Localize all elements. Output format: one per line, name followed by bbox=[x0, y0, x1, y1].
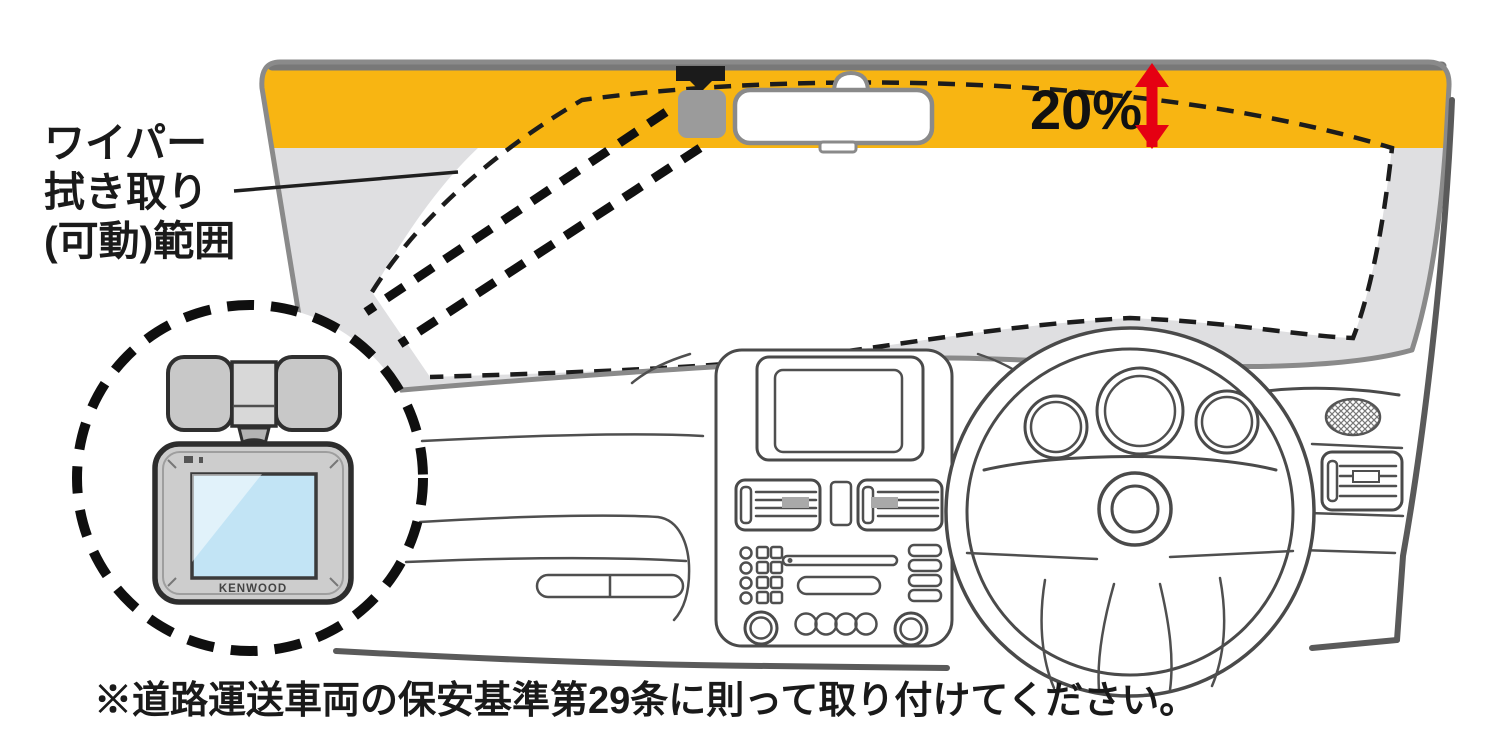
mirror-tab bbox=[818, 140, 858, 154]
arrow-head-down bbox=[1135, 125, 1169, 149]
dashboard-bottom-edge-right bbox=[1309, 637, 1400, 651]
red-double-arrow bbox=[1135, 63, 1169, 149]
wheel-rim-inner bbox=[965, 347, 1295, 677]
wheel-chord-right bbox=[1168, 549, 1295, 559]
preset-buttons bbox=[794, 612, 878, 636]
wheel-hub-outer bbox=[1097, 471, 1173, 547]
mirror-mount bbox=[831, 70, 871, 94]
mirror-glass bbox=[732, 87, 935, 146]
instrument-cluster bbox=[1023, 366, 1260, 460]
air-vent-right bbox=[856, 478, 944, 532]
brand-text: KENWOOD bbox=[219, 583, 287, 595]
dashcam-on-glass bbox=[676, 66, 726, 138]
volume-knob-right bbox=[893, 611, 929, 647]
dashcam-device: KENWOOD bbox=[152, 355, 354, 605]
dashcam-body: KENWOOD bbox=[152, 441, 354, 605]
stereo-right-buttons bbox=[907, 543, 943, 603]
cd-slot bbox=[781, 554, 899, 596]
dashcam-mount-black bbox=[676, 66, 725, 92]
a-pillar-right bbox=[1394, 97, 1455, 643]
volume-knob-left bbox=[743, 610, 779, 646]
wiper-range-label: ワイパー 拭き取り (可動)範囲 bbox=[44, 120, 459, 264]
svg-text:(可動)範囲: (可動)範囲 bbox=[44, 218, 235, 264]
speaker-grille bbox=[1324, 397, 1382, 437]
wheel-lower-spokes bbox=[1040, 576, 1226, 692]
steering-wheel bbox=[944, 326, 1316, 698]
wheel-chord-left bbox=[965, 551, 1099, 561]
vent-divider bbox=[829, 480, 853, 527]
svg-text:ワイパー: ワイパー bbox=[44, 120, 207, 166]
nav-screen bbox=[755, 355, 925, 462]
rearview-mirror bbox=[732, 70, 935, 154]
percent-label: 20% bbox=[1030, 78, 1142, 141]
air-vent-left bbox=[734, 478, 822, 532]
svg-text:拭き取り: 拭き取り bbox=[44, 169, 208, 215]
stereo-buttons bbox=[739, 545, 784, 605]
arrow-shaft bbox=[1146, 85, 1158, 147]
compliance-note: ※道路運送車両の保安基準第29条に則って取り付けてください。 bbox=[94, 680, 1197, 722]
dashcam-body-small bbox=[678, 90, 726, 138]
camera-zoom-leader-lines bbox=[363, 108, 703, 348]
wheel-hub-inner bbox=[1110, 484, 1160, 534]
arrow-head-up bbox=[1135, 63, 1169, 87]
dashboard-bottom-edge bbox=[333, 648, 950, 671]
side-air-vent bbox=[1320, 450, 1404, 512]
dashboard bbox=[333, 97, 1455, 698]
glovebox bbox=[404, 433, 705, 622]
right-panel bbox=[1256, 386, 1405, 555]
label-leader-line bbox=[233, 170, 459, 193]
wheel-spoke-top bbox=[982, 455, 1278, 472]
wiper-swept-area bbox=[372, 146, 1392, 377]
